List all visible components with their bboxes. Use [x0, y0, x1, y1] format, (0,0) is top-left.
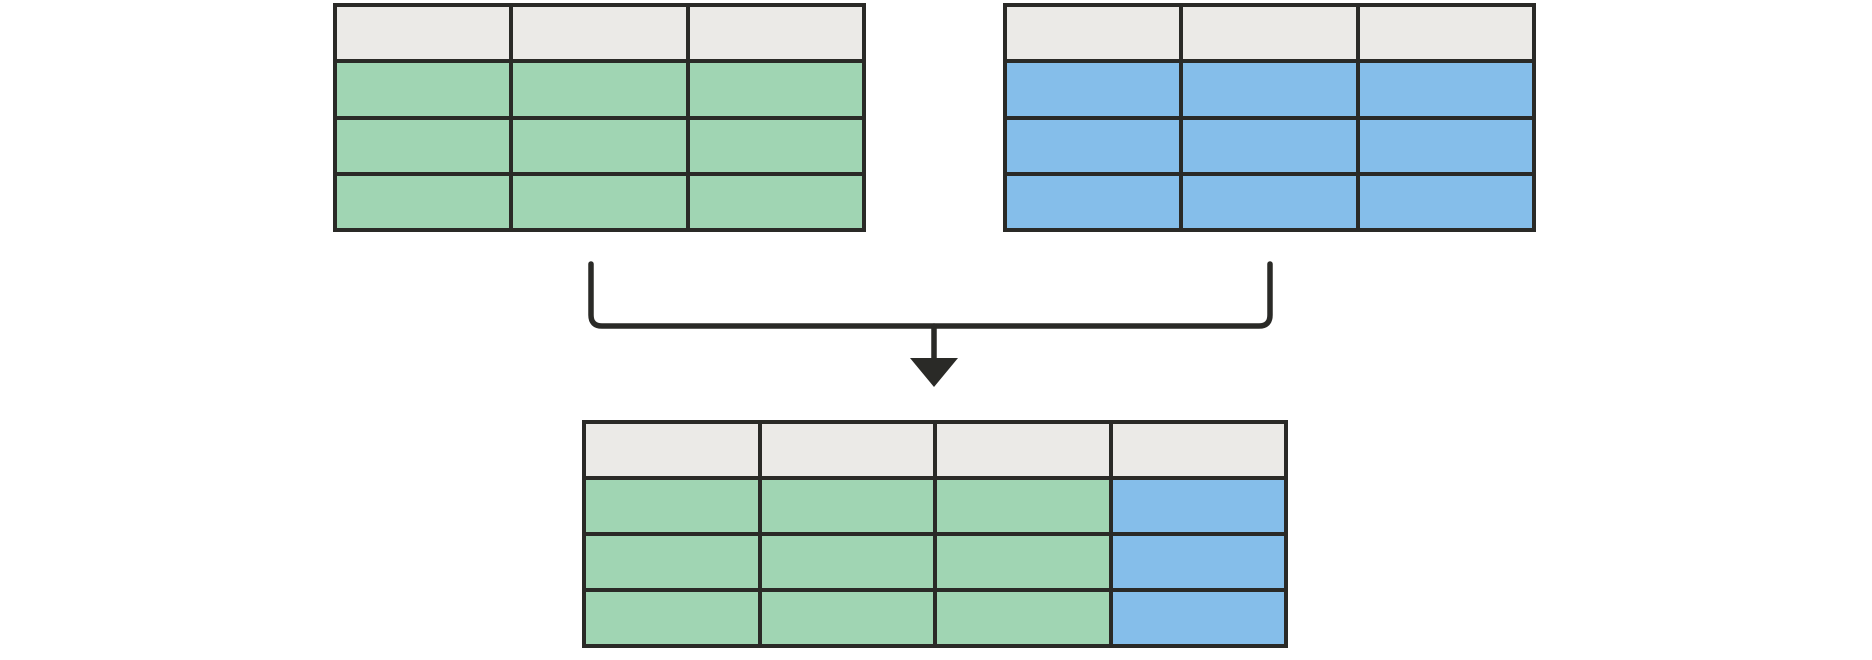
- data-cell-merged-table: [586, 592, 758, 644]
- data-cell-merged-table: [586, 480, 758, 532]
- data-cell-merged-table: [586, 536, 758, 588]
- data-cell-merged-table: [937, 592, 1109, 644]
- data-cell-source-table-right: [1183, 63, 1356, 116]
- data-cell-source-table-left: [513, 119, 686, 172]
- source-table-right: [1003, 3, 1536, 232]
- header-cell-source-table-left: [337, 7, 510, 60]
- header-cell-merged-table: [1112, 424, 1284, 476]
- data-cell-source-table-right: [1007, 119, 1180, 172]
- arrow-down-icon: [910, 358, 958, 387]
- data-cell-source-table-right: [1359, 119, 1532, 172]
- header-cell-source-table-right: [1359, 7, 1532, 60]
- data-cell-source-table-right: [1183, 119, 1356, 172]
- data-cell-merged-table: [761, 480, 933, 532]
- data-cell-source-table-left: [689, 63, 862, 116]
- header-cell-merged-table: [937, 424, 1109, 476]
- data-cell-source-table-left: [513, 63, 686, 116]
- data-cell-source-table-right: [1007, 63, 1180, 116]
- data-cell-source-table-left: [513, 175, 686, 228]
- header-cell-source-table-right: [1007, 7, 1180, 60]
- data-cell-merged-table: [1112, 480, 1284, 532]
- data-cell-source-table-left: [337, 119, 510, 172]
- header-cell-source-table-right: [1183, 7, 1356, 60]
- data-cell-merged-table: [1112, 592, 1284, 644]
- data-cell-source-table-right: [1007, 175, 1180, 228]
- header-cell-merged-table: [586, 424, 758, 476]
- data-cell-merged-table: [937, 536, 1109, 588]
- merged-table: [582, 420, 1288, 648]
- data-cell-merged-table: [937, 480, 1109, 532]
- data-cell-merged-table: [761, 536, 933, 588]
- data-cell-source-table-left: [337, 63, 510, 116]
- source-table-left: [333, 3, 866, 232]
- data-cell-source-table-right: [1359, 175, 1532, 228]
- header-cell-merged-table: [761, 424, 933, 476]
- bracket-path: [588, 261, 1273, 329]
- data-cell-merged-table: [761, 592, 933, 644]
- header-cell-source-table-left: [513, 7, 686, 60]
- header-cell-source-table-left: [689, 7, 862, 60]
- data-cell-source-table-left: [689, 119, 862, 172]
- data-cell-source-table-right: [1183, 175, 1356, 228]
- data-cell-source-table-right: [1359, 63, 1532, 116]
- data-cell-merged-table: [1112, 536, 1284, 588]
- data-cell-source-table-left: [337, 175, 510, 228]
- data-cell-source-table-left: [689, 175, 862, 228]
